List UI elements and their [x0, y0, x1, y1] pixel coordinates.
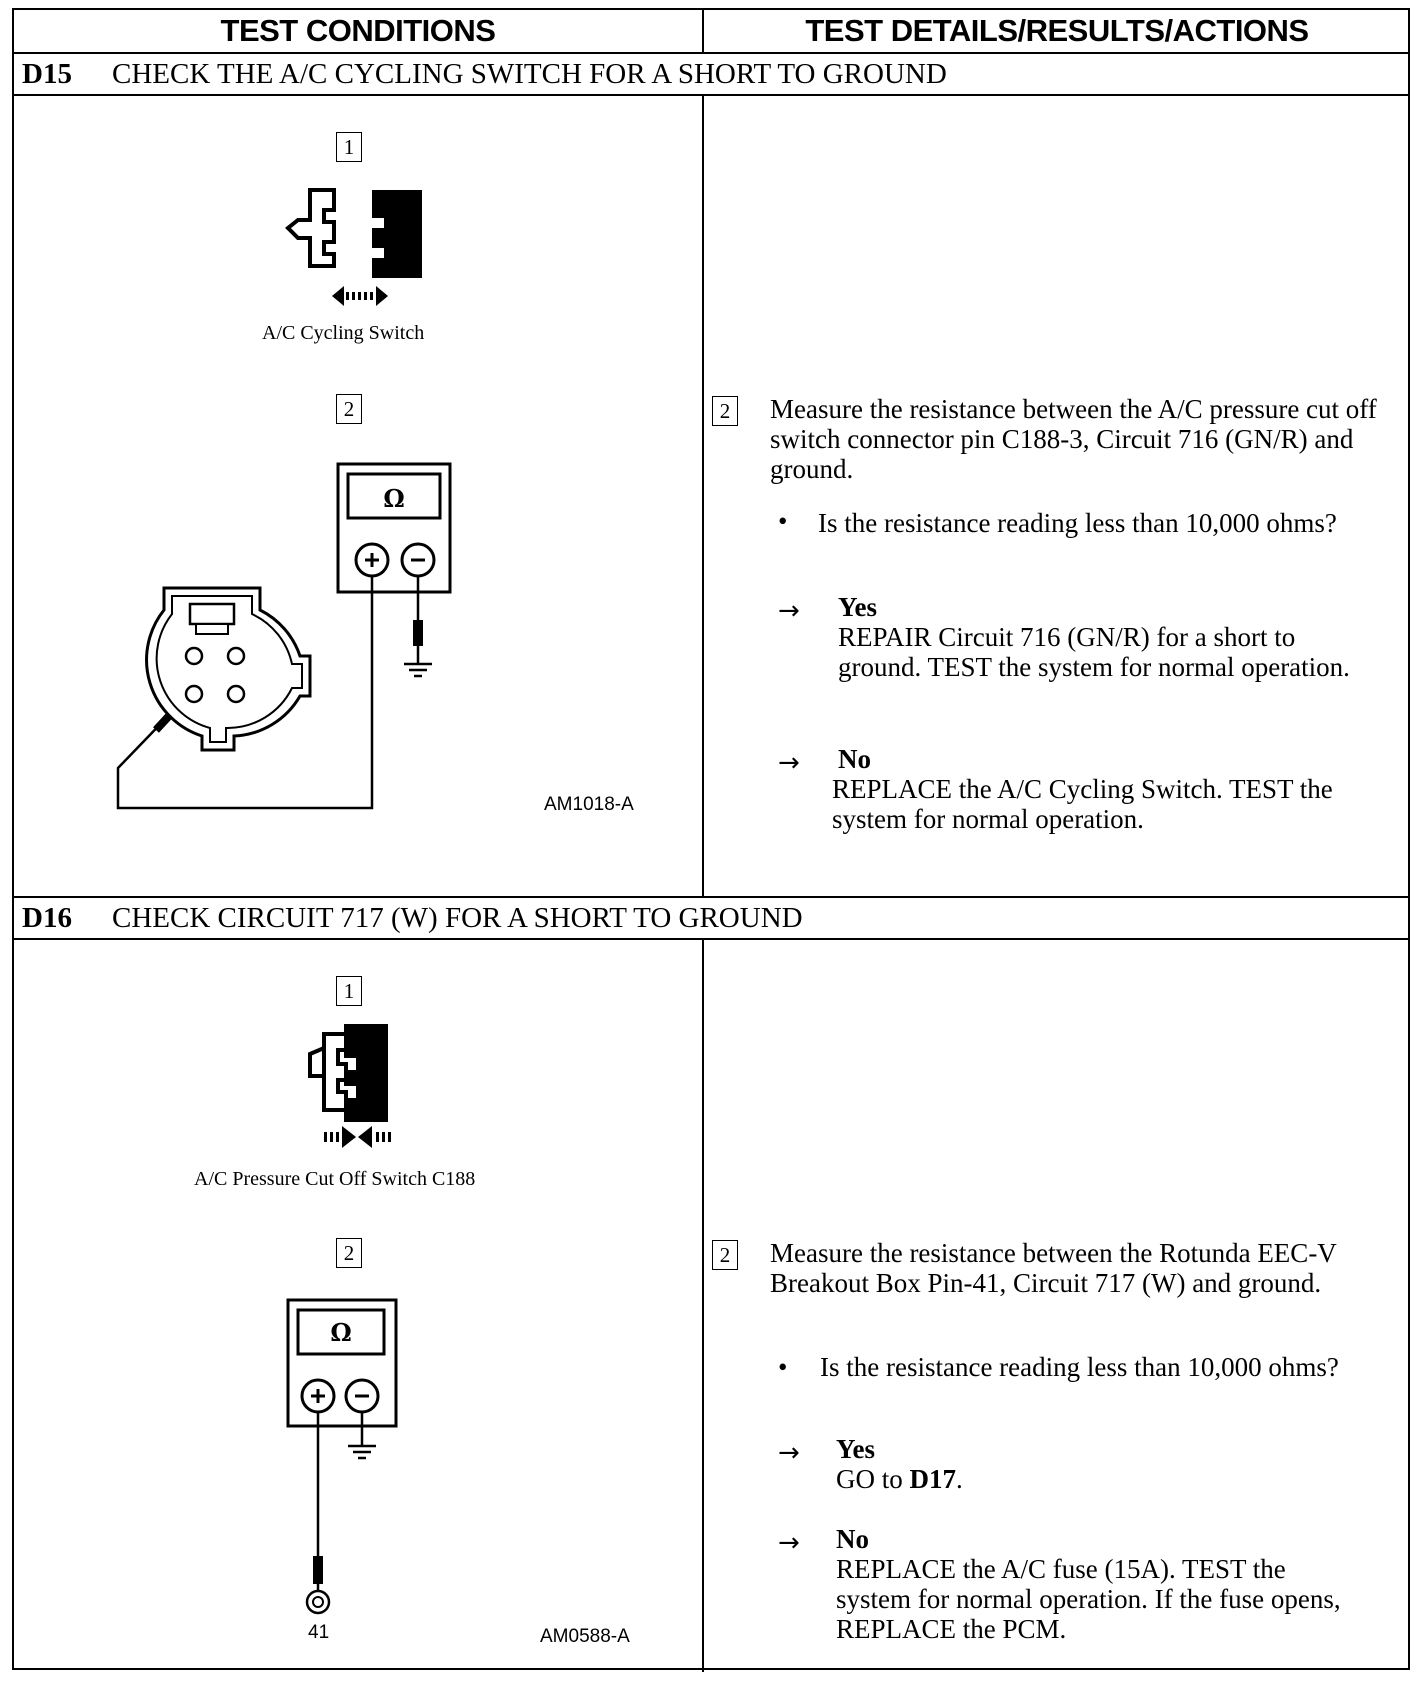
d16-no-label: No [836, 1524, 869, 1554]
d16-title-divider [14, 938, 1408, 940]
d15-bullet-icon: • [778, 506, 788, 536]
d16-column-divider [702, 940, 704, 1672]
step-d15-id: D15 [22, 57, 72, 90]
pressure-switch-connector-icon [308, 1024, 391, 1148]
d15-bottom-divider [14, 896, 1408, 898]
d16-bullet-icon: • [778, 1352, 788, 1382]
d16-yes-action-prefix: GO to [836, 1464, 910, 1494]
d15-no-label: No [838, 744, 871, 774]
d15-figure-id: AM1018-A [544, 794, 634, 815]
d16-pin-label: 41 [308, 1622, 330, 1643]
d16-yes-action: GO to D17. [836, 1464, 1356, 1494]
d16-no-action: REPLACE the A/C fuse (15A). TEST the sys… [836, 1554, 1341, 1644]
d16-yes-action-target: D17 [909, 1464, 957, 1494]
d15-yes-label: Yes [838, 592, 877, 622]
d16-yes-label: Yes [836, 1434, 875, 1464]
d16-instruction: Measure the resistance between the Rotun… [770, 1238, 1337, 1298]
d15-no-arrow-icon: → [778, 748, 800, 778]
header-test-conditions: TEST CONDITIONS [220, 13, 496, 48]
diagnostic-table: TEST CONDITIONS TEST DETAILS/RESULTS/ACT… [12, 8, 1410, 1672]
step-d16-title-row: D16 CHECK CIRCUIT 717 (W) FOR A SHORT TO… [22, 898, 803, 938]
d15-title-divider [14, 94, 1408, 96]
d15-yes-action: REPAIR Circuit 716 (GN/R) for a short to… [838, 622, 1350, 682]
d16-no-arrow-icon: → [778, 1528, 800, 1558]
d16-figure-id: AM0588-A [540, 1626, 630, 1647]
d15-step1-caption: A/C Cycling Switch [262, 322, 425, 344]
d16-meter-symbol: Ω [330, 1317, 352, 1347]
step-d15-title-row: D15 CHECK THE A/C CYCLING SWITCH FOR A S… [22, 54, 947, 94]
d16-yes-arrow-icon: → [778, 1438, 800, 1468]
header-test-details: TEST DETAILS/RESULTS/ACTIONS [805, 13, 1309, 48]
d15-meter-symbol: Ω [383, 483, 405, 513]
step-d15-title: CHECK THE A/C CYCLING SWITCH FOR A SHORT… [112, 57, 947, 90]
d15-yes-arrow-icon: → [778, 596, 800, 626]
ohmmeter-breakout-pin-diagram [286, 1298, 398, 1615]
d16-step2-box: 2 [336, 1238, 362, 1268]
d16-step1-box: 1 [336, 976, 362, 1006]
d16-detail-step-box: 2 [712, 1240, 738, 1270]
d15-question: Is the resistance reading less than 10,0… [818, 508, 1337, 538]
d16-question: Is the resistance reading less than 10,0… [820, 1352, 1339, 1382]
d16-yes-action-suffix: . [956, 1464, 963, 1494]
d16-step1-caption: A/C Pressure Cut Off Switch C188 [194, 1168, 476, 1190]
d15-column-divider [702, 96, 704, 896]
cycling-switch-connector-icon [285, 188, 422, 306]
header-divider [14, 52, 1408, 54]
step-d16-id: D16 [22, 901, 72, 934]
d15-no-action: REPLACE the A/C Cycling Switch. TEST the… [832, 774, 1333, 834]
d15-step1-box: 1 [336, 132, 362, 162]
d15-detail-step-box: 2 [712, 396, 738, 426]
d15-instruction: Measure the resistance between the A/C p… [770, 394, 1377, 484]
header-column-divider [702, 10, 704, 52]
step-d16-title: CHECK CIRCUIT 717 (W) FOR A SHORT TO GRO… [112, 901, 803, 934]
ohmmeter-connector-diagram [116, 462, 452, 810]
d15-step2-box: 2 [336, 394, 362, 424]
